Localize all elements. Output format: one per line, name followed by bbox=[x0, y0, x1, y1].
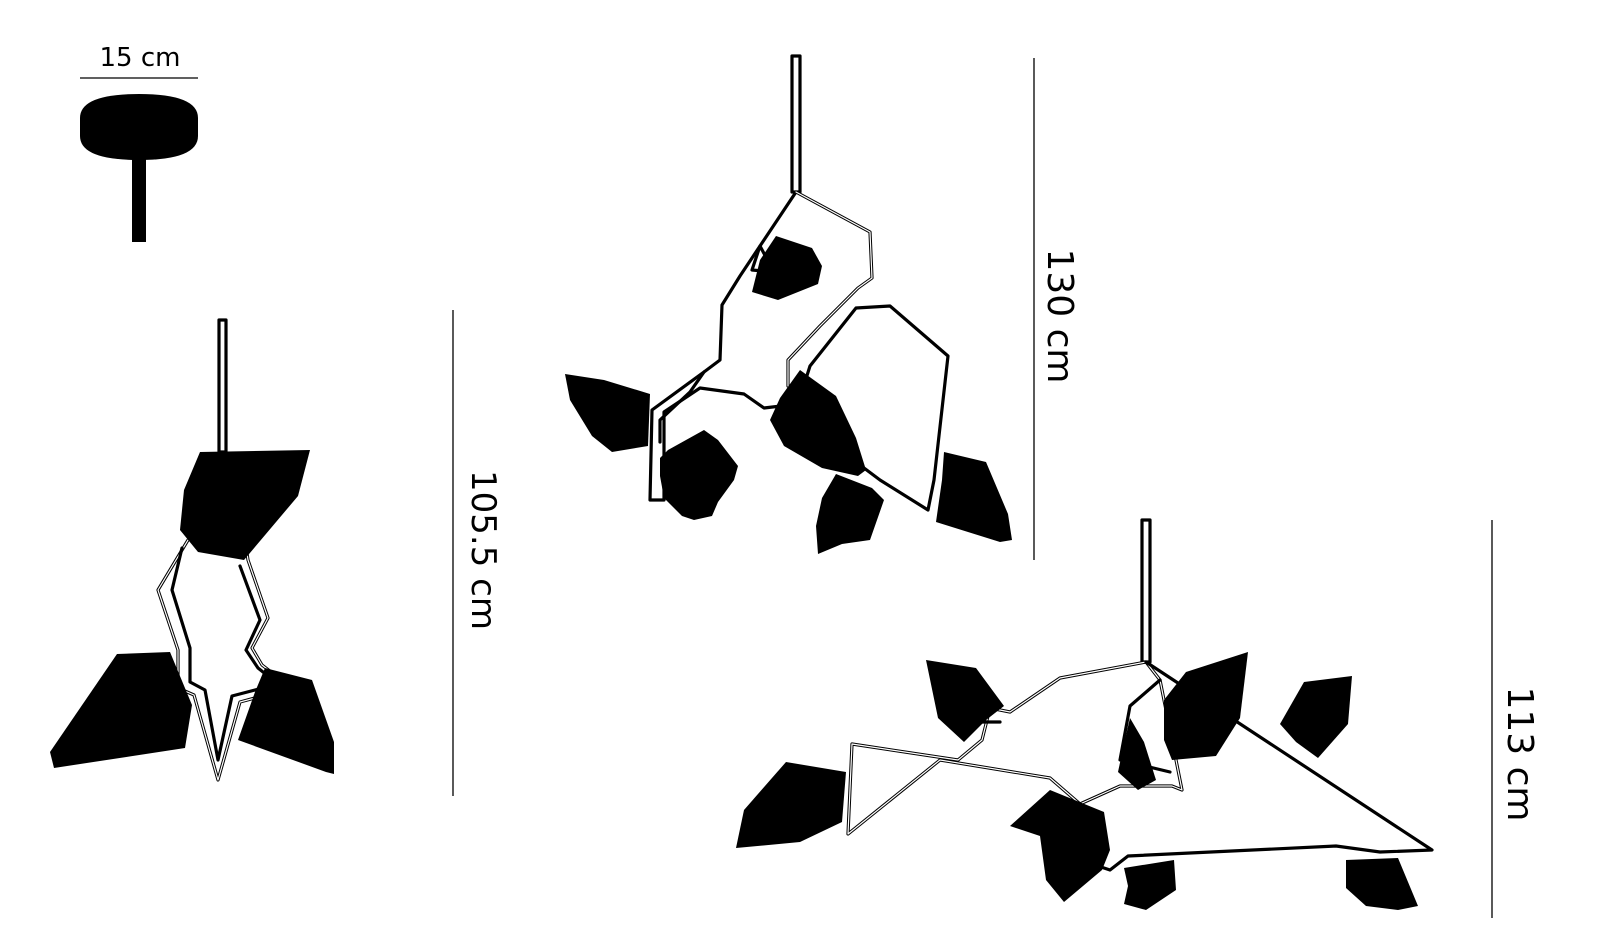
dimension-label-medium: 130 cm bbox=[1039, 248, 1080, 383]
canopy-width-label: 15 cm bbox=[100, 43, 181, 73]
leaf bbox=[770, 370, 866, 476]
dimension-label-large: 113 cm bbox=[1499, 686, 1540, 821]
leaf bbox=[180, 450, 310, 560]
dimension-label-small: 105.5 cm bbox=[463, 470, 503, 630]
pendant-large-frame bbox=[846, 518, 1434, 872]
leaf bbox=[936, 452, 1012, 542]
pendant-medium: 130 cm bbox=[565, 54, 1080, 560]
pendant-large: 113 cm bbox=[736, 518, 1540, 918]
leaf bbox=[1164, 652, 1248, 760]
leaf bbox=[736, 762, 846, 848]
leaf bbox=[1010, 790, 1110, 902]
leaf bbox=[1280, 676, 1352, 758]
leaf bbox=[565, 374, 650, 452]
canopy-disc bbox=[80, 94, 198, 160]
canopy-group: 15 cm bbox=[80, 43, 198, 242]
leaf bbox=[1346, 858, 1418, 910]
leaf bbox=[660, 430, 738, 520]
leaf bbox=[816, 474, 884, 554]
pendant-medium-frame bbox=[648, 54, 950, 512]
pendant-small-leaves bbox=[50, 450, 334, 774]
leaf bbox=[50, 652, 192, 768]
pendant-small-frame bbox=[156, 318, 294, 782]
leaf bbox=[1118, 718, 1156, 790]
canopy-stem bbox=[132, 158, 146, 242]
leaf bbox=[238, 668, 334, 774]
leaf bbox=[926, 660, 1004, 742]
pendant-small: 105.5 cm bbox=[50, 310, 503, 796]
pendant-large-leaves bbox=[736, 652, 1418, 910]
pendant-medium-leaves bbox=[565, 236, 1012, 554]
leaf bbox=[752, 236, 822, 300]
leaf bbox=[1124, 860, 1176, 910]
